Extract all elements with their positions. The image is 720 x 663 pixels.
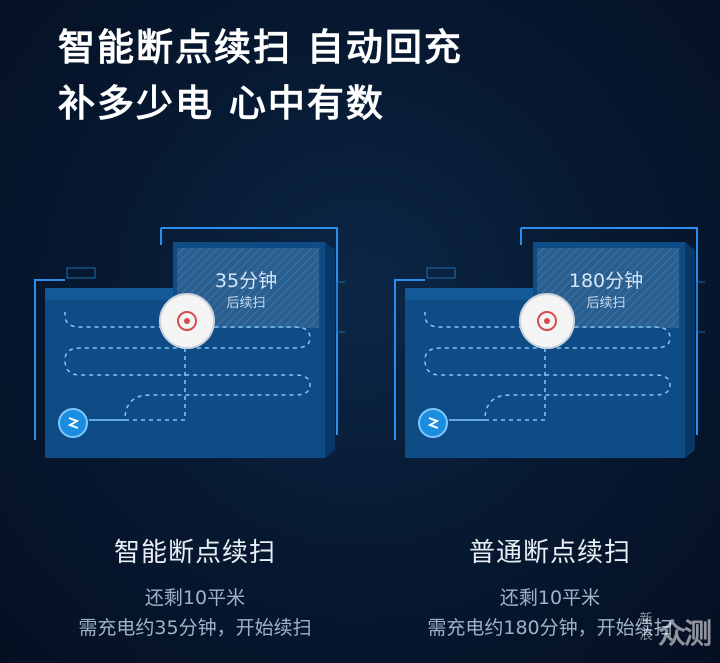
watermark: 新浪 众测: [636, 612, 718, 658]
resume-time: 35分钟: [214, 270, 278, 292]
wall-outline: [34, 279, 65, 440]
watermark-text: 众测: [658, 617, 712, 650]
floorplan-smart: 35分钟 后续扫: [25, 220, 345, 470]
caption-title-normal: 普通断点续扫: [468, 538, 631, 568]
caption-title-smart: 智能断点续扫: [113, 538, 276, 568]
caption-remaining-normal: 还剩10平米: [499, 587, 601, 609]
resume-hint: 后续扫: [586, 296, 626, 311]
wall-outline: [161, 227, 338, 435]
headline: 智能断点续扫 自动回充 补多少电 心中有数: [58, 20, 463, 132]
cleaning-path: [424, 312, 671, 421]
headline-line-1: 智能断点续扫 自动回充: [58, 26, 463, 69]
room-label: 35分钟 后续扫: [176, 268, 316, 314]
headline-line-2: 补多少电 心中有数: [58, 82, 385, 125]
wall-outline: [394, 279, 425, 440]
resume-time: 180分钟: [568, 270, 644, 292]
watermark-logo: 新浪: [639, 612, 653, 643]
caption-charge-smart: 需充电约35分钟，开始续扫: [78, 617, 312, 639]
resume-hint: 后续扫: [226, 296, 266, 311]
wall-outline: [521, 227, 698, 435]
cleaning-path: [64, 312, 311, 421]
caption-charge-normal: 需充电约180分钟，开始续扫: [427, 617, 673, 639]
room-label: 180分钟 后续扫: [536, 268, 676, 314]
floorplan-normal: 180分钟 后续扫: [385, 220, 705, 470]
caption-remaining-smart: 还剩10平米: [144, 587, 246, 609]
